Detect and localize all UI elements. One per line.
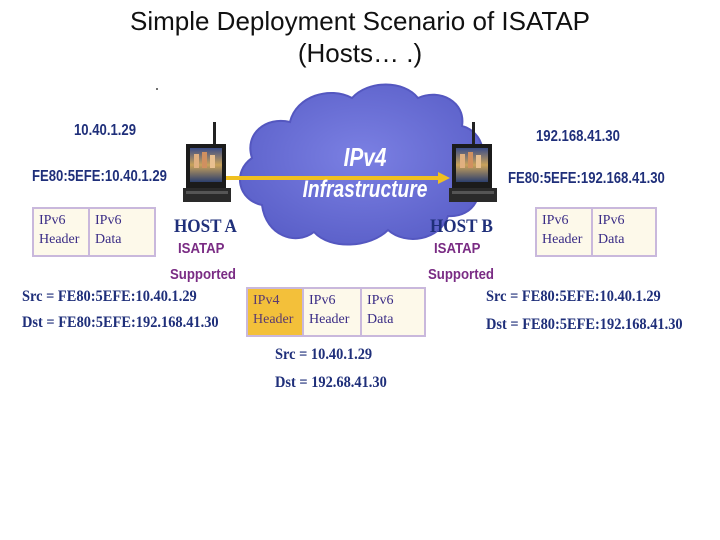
host-a-dst: Dst = FE80:5EFE:192.168.41.30 — [22, 314, 219, 331]
cloud-label-line-2: Infrastructure — [302, 176, 428, 203]
tunnel-packet-ipv6-data: IPv6 Data — [362, 289, 420, 335]
cell-line-1: IPv6 — [39, 213, 66, 228]
host-a-link-local-address: FE80:5EFE:10.40.1.29 — [32, 168, 167, 185]
tunnel-packet: IPv4 Header IPv6 Header IPv6 Data — [246, 287, 426, 337]
cell-line-2: Header — [309, 312, 350, 327]
tunnel-packet-ipv4-header: IPv4 Header — [248, 289, 304, 335]
host-b-ipv4-address: 192.168.41.30 — [536, 128, 620, 145]
cell-line-1: IPv4 — [253, 293, 280, 308]
host-b-supported-label: Supported — [428, 266, 494, 283]
host-b-packet: IPv6 Header IPv6 Data — [535, 207, 657, 257]
cell-line-1: IPv6 — [309, 293, 336, 308]
host-b-packet-ipv6-header: IPv6 Header — [537, 209, 593, 255]
slide-title-line-1: Simple Deployment Scenario of ISATAP — [129, 6, 590, 36]
host-b-name: HOST B — [430, 216, 493, 237]
tunnel-dst: Dst = 192.68.41.30 — [275, 374, 387, 391]
host-a-ipv4-address: 10.40.1.29 — [74, 122, 137, 139]
cell-line-1: IPv6 — [367, 293, 394, 308]
cell-line-2: Data — [598, 232, 625, 247]
cell-line-1: IPv6 — [95, 213, 122, 228]
cell-line-2: Header — [542, 232, 583, 247]
tunnel-src: Src = 10.40.1.29 — [275, 346, 373, 363]
host-b-link-local-address: FE80:5EFE:192.168.41.30 — [508, 170, 665, 187]
host-a-isatap-label: ISATAP — [178, 240, 225, 257]
host-b-packet-ipv6-data: IPv6 Data — [593, 209, 651, 255]
host-a-supported-label: Supported — [170, 266, 236, 283]
cell-line-2: Data — [95, 232, 122, 247]
host-a-name: HOST A — [174, 216, 237, 237]
tunnel-packet-ipv6-header: IPv6 Header — [304, 289, 362, 335]
host-b-dst: Dst = FE80:5EFE:192.168.41.30 — [486, 316, 683, 333]
host-a-computer — [183, 122, 231, 202]
tunnel-arrow — [222, 172, 450, 184]
cell-line-2: Header — [39, 232, 80, 247]
host-b-computer — [449, 122, 497, 202]
cell-line-2: Data — [367, 312, 394, 327]
host-a-packet-ipv6-header: IPv6 Header — [34, 209, 90, 255]
cell-line-2: Header — [253, 312, 294, 327]
host-a-packet-ipv6-data: IPv6 Data — [90, 209, 150, 255]
ipv4-cloud — [239, 83, 484, 246]
slide-title-line-2: (Hosts… .) — [297, 38, 423, 68]
host-a-packet: IPv6 Header IPv6 Data — [32, 207, 156, 257]
cell-line-1: IPv6 — [598, 213, 625, 228]
host-b-isatap-label: ISATAP — [434, 240, 481, 257]
cloud-label-line-1: IPv4 — [343, 142, 387, 172]
cell-line-1: IPv6 — [542, 213, 569, 228]
host-b-src: Src = FE80:5EFE:10.40.1.29 — [486, 288, 661, 305]
host-a-src: Src = FE80:5EFE:10.40.1.29 — [22, 288, 197, 305]
